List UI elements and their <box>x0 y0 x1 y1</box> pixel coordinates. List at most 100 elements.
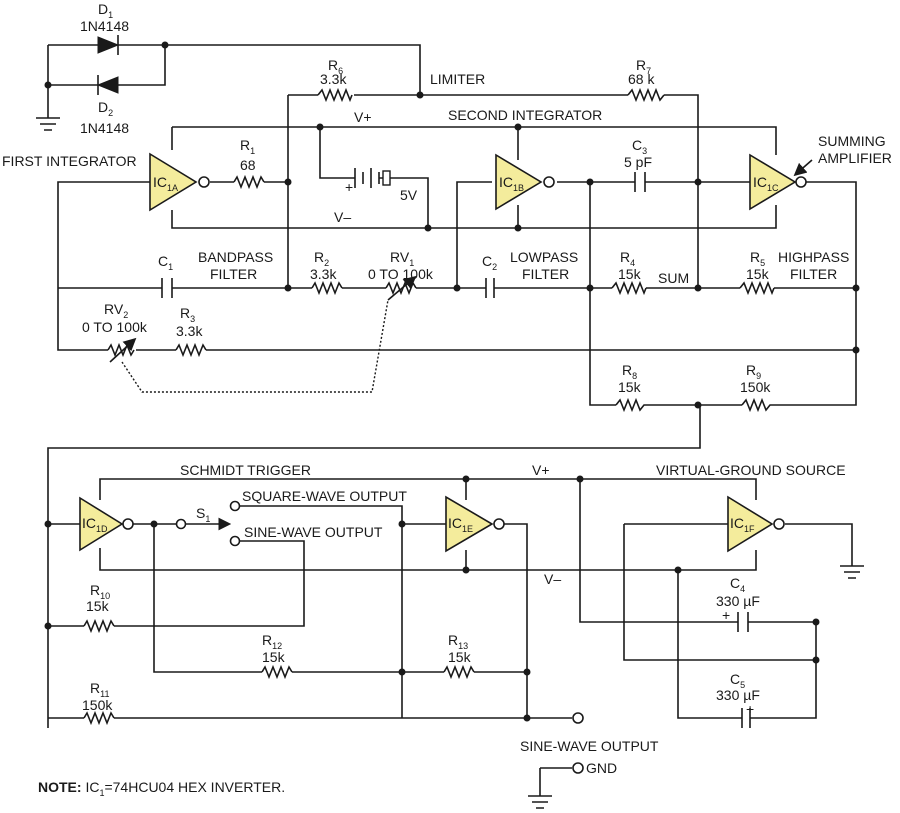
gnd-terminal[interactable] <box>572 762 584 774</box>
r5-ref: R5 <box>750 249 765 268</box>
ic1c-label: IC1C <box>753 174 779 193</box>
label-vplus-top: V+ <box>354 109 372 125</box>
r13-ref: R13 <box>448 632 468 651</box>
amplifier-ic1a <box>149 152 210 212</box>
potentiometer-rv1 <box>385 275 417 301</box>
label-vminus-bottom: V– <box>544 571 561 587</box>
resistor-r8 <box>615 397 646 413</box>
c4-value: 330 µF <box>716 593 760 609</box>
r11-ref: R11 <box>90 680 109 699</box>
label-lowpass: LOWPASS <box>510 249 578 265</box>
resistor-r12 <box>261 664 293 680</box>
switch-s1 <box>175 500 241 547</box>
r6-ref: R6 <box>328 57 343 76</box>
c3-value: 5 pF <box>624 154 652 170</box>
label-second-integrator: SECOND INTEGRATOR <box>448 107 602 123</box>
r10-ref: R10 <box>90 582 110 601</box>
r11-value: 150k <box>82 697 113 713</box>
r2-ref: R2 <box>314 249 329 268</box>
label-square-wave-output: SQUARE-WAVE OUTPUT <box>242 488 407 504</box>
label-first-integrator: FIRST INTEGRATOR <box>2 153 137 169</box>
junction-dots-top <box>44 41 860 409</box>
r5-value: 15k <box>746 266 770 282</box>
ground-symbol-bottom <box>528 795 552 809</box>
resistor-r9 <box>741 397 780 413</box>
ground-symbol-virtual <box>840 565 864 579</box>
label-schmitt-trigger: SCHMIDT TRIGGER <box>180 462 311 478</box>
label-sine-wave-output-switch: SINE-WAVE OUTPUT <box>244 524 383 540</box>
amplifier-ic1d <box>79 496 134 552</box>
battery-5v <box>354 168 391 188</box>
resistor-r6 <box>317 87 353 103</box>
resistor-r10 <box>83 618 115 634</box>
d1-value: 1N4148 <box>80 18 129 34</box>
label-vminus-top: V– <box>334 209 351 225</box>
label-gnd: GND <box>586 760 617 776</box>
c2-ref: C2 <box>482 253 497 272</box>
resistor-r5 <box>739 280 775 296</box>
capacitor-c3 <box>634 172 646 192</box>
c5-ref: C5 <box>730 671 745 690</box>
ic1d-label: IC1D <box>82 515 108 534</box>
label-bandpass: BANDPASS <box>198 249 273 265</box>
resistor-r11 <box>83 710 115 726</box>
amplifier-ic1e <box>445 495 505 553</box>
rv2-value: 0 TO 100k <box>82 319 148 335</box>
resistor-r1 <box>233 174 265 190</box>
battery-plus: + <box>345 179 353 195</box>
summing-arrow <box>793 159 813 177</box>
d2-value: 1N4148 <box>80 120 129 136</box>
d1-ref: D1 <box>98 1 113 20</box>
amplifier-ic1b <box>495 153 555 211</box>
r7-value: 68 k <box>628 71 655 87</box>
d2-ref: D2 <box>98 99 113 118</box>
r1-value: 68 <box>240 157 256 173</box>
sine-output-terminal[interactable] <box>572 712 584 724</box>
c4-ref: C4 <box>730 575 745 594</box>
junction-dots-bottom <box>44 475 820 722</box>
resistor-r2 <box>311 280 343 296</box>
label-limiter: LIMITER <box>430 71 485 87</box>
r8-value: 15k <box>618 379 642 395</box>
ic1a-label: IC1A <box>153 174 178 193</box>
r2-value: 3.3k <box>310 266 337 282</box>
label-sum: SUM <box>658 270 689 286</box>
label-lowpass-filter: FILTER <box>522 266 569 282</box>
ground-symbol-top <box>36 117 60 131</box>
pot-gang-link <box>121 299 389 393</box>
resistor-r3 <box>175 342 207 358</box>
r4-value: 15k <box>618 266 642 282</box>
r9-ref: R9 <box>746 362 761 381</box>
label-bandpass-filter: FILTER <box>210 266 257 282</box>
amplifier-ic1c <box>749 153 807 211</box>
resistor-r13 <box>443 664 475 680</box>
r8-ref: R8 <box>622 362 637 381</box>
rv1-ref: RV1 <box>390 249 414 268</box>
label-amplifier: AMPLIFIER <box>818 150 892 166</box>
label-summing: SUMMING <box>818 133 886 149</box>
capacitor-c5 <box>741 708 751 728</box>
r4-ref: R4 <box>620 249 635 268</box>
battery-value: 5V <box>400 187 418 203</box>
r13-value: 15k <box>448 649 472 665</box>
capacitor-c4 <box>737 612 749 632</box>
r10-value: 15k <box>86 598 110 614</box>
bottom-wires <box>48 478 853 796</box>
label-highpass: HIGHPASS <box>778 249 849 265</box>
resistor-r4 <box>611 280 647 296</box>
r9-value: 150k <box>740 379 771 395</box>
c5-value: 330 µF <box>716 687 760 703</box>
rv1-value: 0 TO 100k <box>368 266 434 282</box>
r3-ref: R3 <box>180 305 195 324</box>
label-vplus-bottom: V+ <box>532 462 550 478</box>
ic1e-label: IC1E <box>448 515 473 534</box>
diode-d2 <box>96 75 140 95</box>
r3-value: 3.3k <box>176 323 203 339</box>
r12-ref: R12 <box>262 632 282 651</box>
ic1f-label: IC1F <box>730 515 755 534</box>
capacitor-c1 <box>161 278 173 298</box>
capacitor-c2 <box>485 278 495 298</box>
r1-ref: R1 <box>240 137 255 156</box>
top-wires <box>47 44 857 728</box>
